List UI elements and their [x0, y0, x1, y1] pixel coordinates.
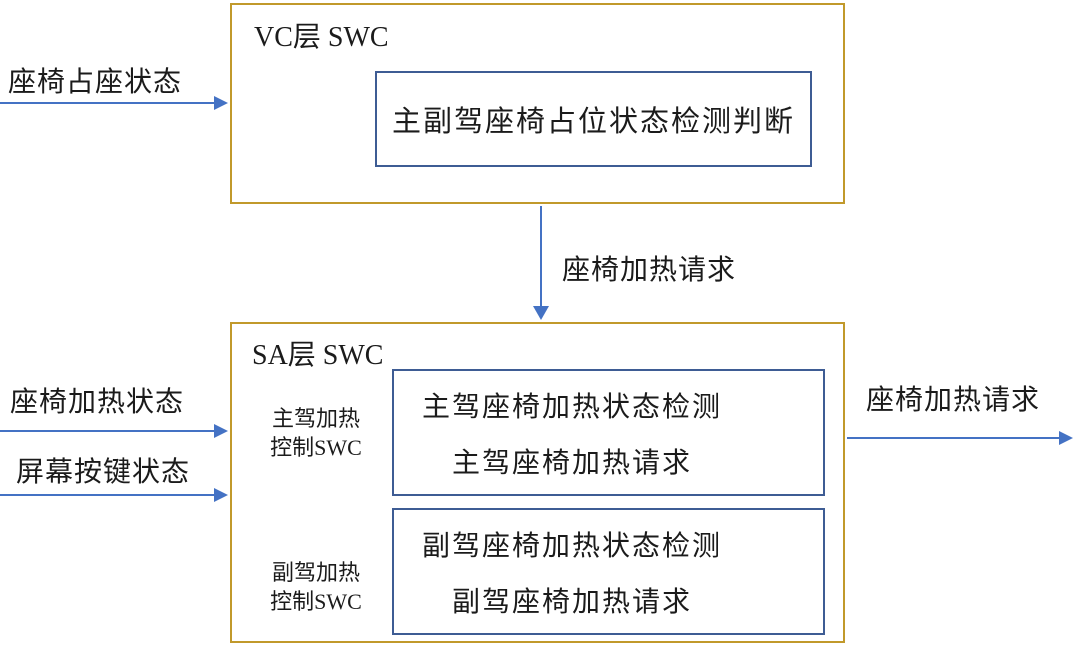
- driver-heat-block: 主驾座椅加热状态检测 主驾座椅加热请求: [392, 369, 825, 496]
- arrow-seat-heat-status-line: [0, 430, 216, 432]
- sa-layer-box: SA层 SWC 主驾加热 控制SWC 主驾座椅加热状态检测 主驾座椅加热请求 副…: [230, 322, 845, 643]
- arrow-heat-request-down-line: [540, 206, 542, 308]
- driver-heat-block-line2: 主驾座椅加热请求: [452, 446, 693, 478]
- arrow-screen-button-status-line: [0, 494, 216, 496]
- label-screen-button-status: 屏幕按键状态: [16, 456, 191, 487]
- label-heat-request-internal: 座椅加热请求: [562, 254, 737, 285]
- arrowhead-right-icon: [1059, 431, 1073, 445]
- driver-swc-label: 主驾加热 控制SWC: [260, 404, 372, 462]
- label-seat-heat-status: 座椅加热状态: [10, 386, 185, 417]
- arrowhead-right-icon: [214, 488, 228, 502]
- arrowhead-right-icon: [214, 424, 228, 438]
- passenger-heat-block: 副驾座椅加热状态检测 副驾座椅加热请求: [392, 508, 825, 635]
- label-seat-occupancy: 座椅占座状态: [8, 66, 183, 97]
- passenger-swc-label-line2: 控制SWC: [270, 589, 362, 614]
- arrowhead-down-icon: [533, 306, 549, 320]
- vc-detector-block: 主副驾座椅占位状态检测判断: [375, 71, 812, 167]
- sa-layer-title: SA层 SWC: [252, 340, 384, 371]
- vc-layer-box: VC层 SWC 主副驾座椅占位状态检测判断: [230, 3, 845, 204]
- vc-detector-block-label: 主副驾座椅占位状态检测判断: [391, 106, 795, 138]
- passenger-swc-label: 副驾加热 控制SWC: [260, 558, 372, 616]
- label-heat-request-output: 座椅加热请求: [866, 384, 1041, 415]
- arrow-seat-occupancy-line: [0, 102, 216, 104]
- driver-heat-block-line1: 主驾座椅加热状态检测: [422, 390, 723, 422]
- passenger-heat-block-line2: 副驾座椅加热请求: [452, 585, 693, 617]
- passenger-heat-block-line1: 副驾座椅加热状态检测: [422, 529, 723, 561]
- arrowhead-right-icon: [214, 96, 228, 110]
- arrow-heat-request-output-line: [847, 437, 1061, 439]
- driver-swc-label-line1: 主驾加热: [271, 406, 360, 431]
- passenger-swc-label-line1: 副驾加热: [271, 560, 360, 585]
- vc-layer-title: VC层 SWC: [254, 22, 389, 53]
- driver-swc-label-line2: 控制SWC: [270, 435, 362, 460]
